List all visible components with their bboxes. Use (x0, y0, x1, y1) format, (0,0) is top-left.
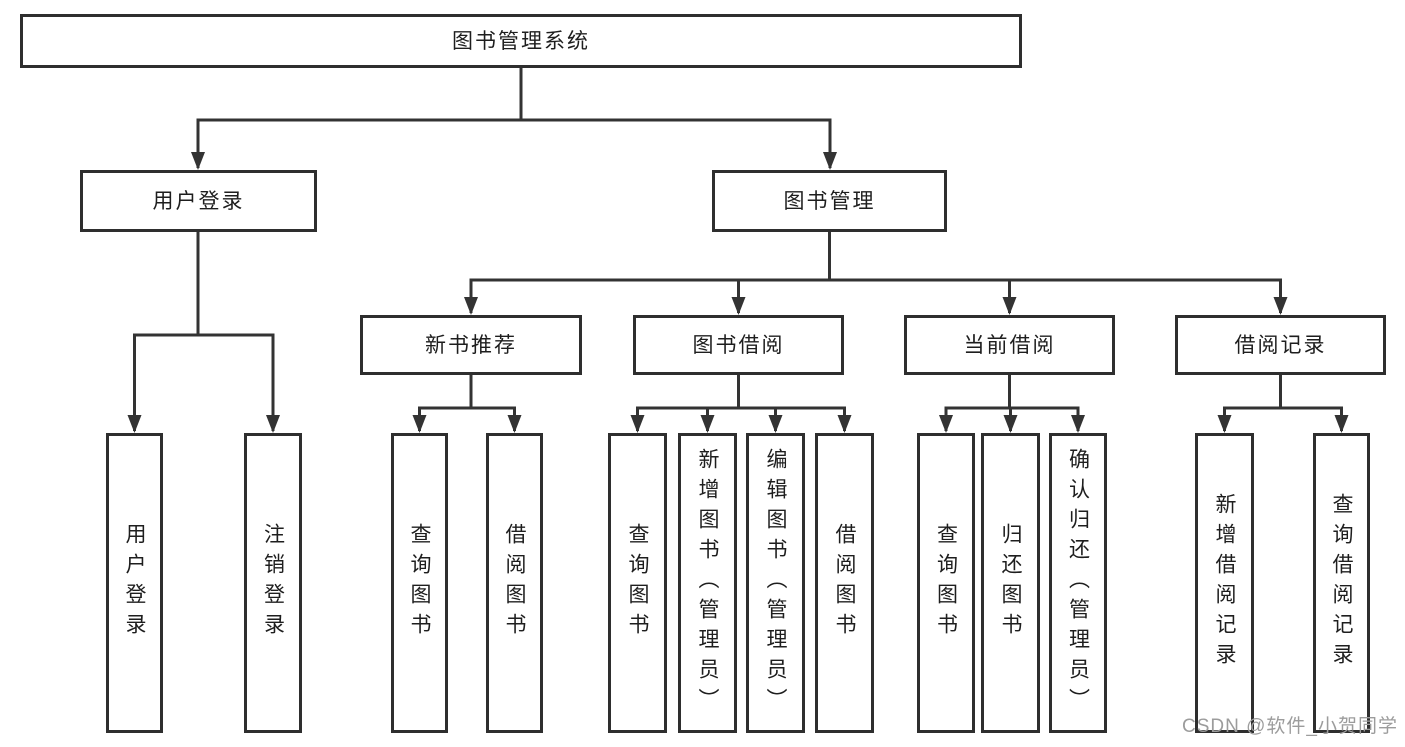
node-user-login: 用户登录 (80, 170, 317, 232)
node-current-borrowing: 当前借阅 (904, 315, 1115, 375)
leaf-return-books: 归还图书 (981, 433, 1040, 733)
connector-borrow-records-fanout (1217, 375, 1349, 433)
node-borrowing-records: 借阅记录 (1175, 315, 1386, 375)
connector-user-login-branch (127, 232, 280, 433)
leaf-edit-books-admin: 编辑图书（管理员） (746, 433, 805, 733)
leaf-user-login: 用户登录 (106, 433, 163, 733)
leaf-search-borrow-record: 查询借阅记录 (1313, 433, 1370, 733)
connector-root-to-level2 (191, 68, 837, 170)
leaf-search-books-2: 查询图书 (608, 433, 667, 733)
connector-book-mgmt-to-level3 (464, 232, 1288, 315)
node-book-management: 图书管理 (712, 170, 947, 232)
connector-new-book-rec-fanout (412, 375, 522, 433)
connector-current-borrow-fanout (939, 375, 1085, 433)
connector-book-borrow-fanout (630, 375, 852, 433)
leaf-add-borrow-record: 新增借阅记录 (1195, 433, 1254, 733)
leaf-borrow-books-1: 借阅图书 (486, 433, 543, 733)
leaf-search-books-1: 查询图书 (391, 433, 448, 733)
leaf-add-books-admin: 新增图书（管理员） (678, 433, 737, 733)
leaf-confirm-return-admin: 确认归还（管理员） (1049, 433, 1107, 733)
leaf-borrow-books-2: 借阅图书 (815, 433, 874, 733)
leaf-search-books-3: 查询图书 (917, 433, 975, 733)
leaf-logout: 注销登录 (244, 433, 302, 733)
node-book-borrowing: 图书借阅 (633, 315, 844, 375)
node-new-book-recommendation: 新书推荐 (360, 315, 582, 375)
node-root: 图书管理系统 (20, 14, 1022, 68)
watermark: CSDN @软件_小贺同学 (1182, 716, 1398, 737)
